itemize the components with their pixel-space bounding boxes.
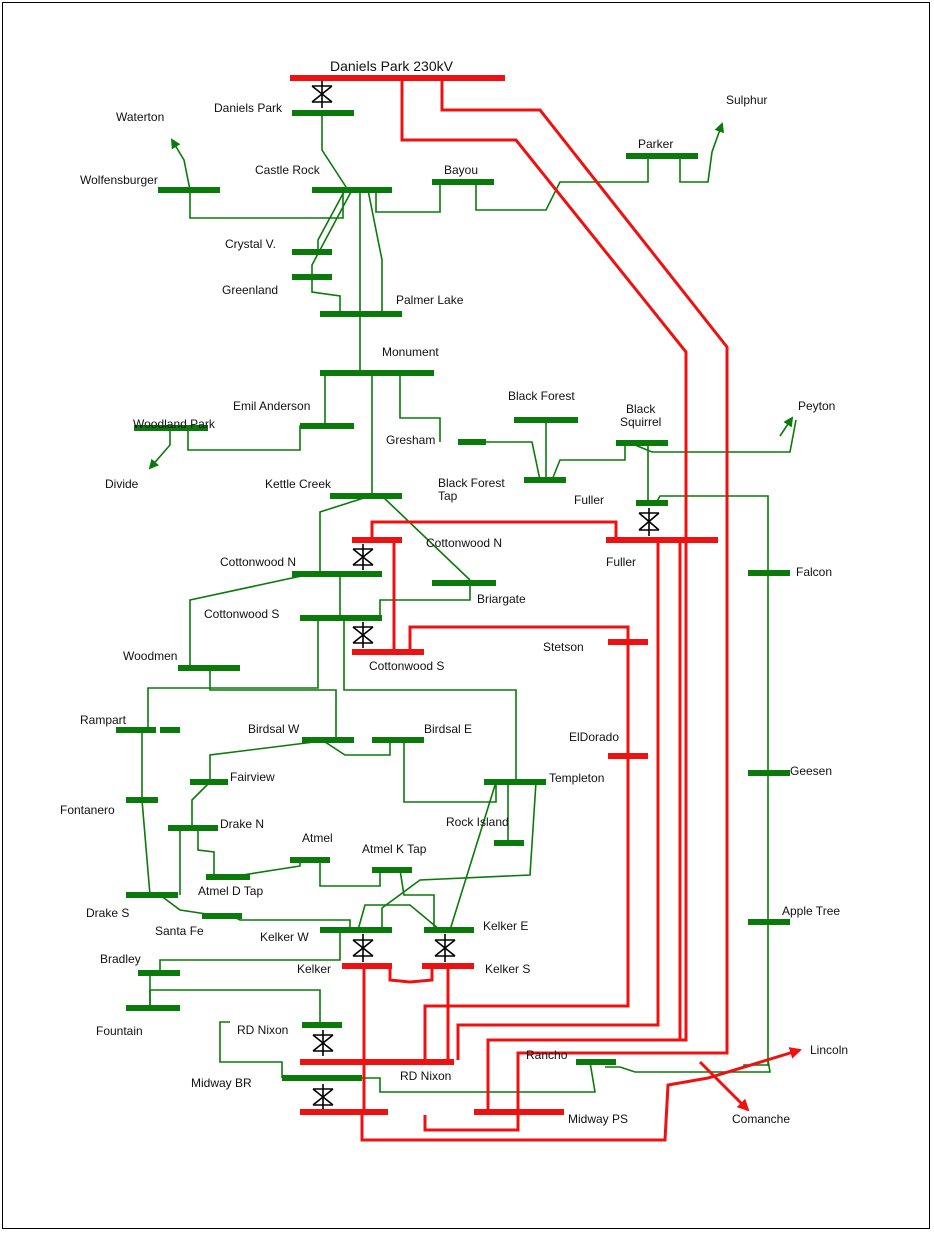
transformer-cottonwood-n-icon [352, 544, 374, 570]
label-woodland-park: Woodland Park [133, 417, 215, 431]
label-fountain: Fountain [96, 1024, 143, 1038]
lines-115kv [141, 113, 797, 1093]
label-black-forest-tap: Black Forest Tap [438, 476, 505, 503]
label-peyton: Peyton [798, 399, 836, 413]
transformer-kelker-w-icon [352, 934, 374, 962]
label-midway-br: Midway BR [191, 1076, 252, 1090]
label-falcon: Falcon [796, 565, 833, 579]
label-lincoln: Lincoln [810, 1043, 849, 1057]
label-wolfensburger: Wolfensburger [80, 173, 158, 187]
label-sulphur: Sulphur [726, 93, 768, 107]
label-briargate: Briargate [477, 592, 526, 606]
label-fairview: Fairview [230, 770, 275, 784]
lines-230kv [360, 78, 802, 1142]
label-comanche: Comanche [732, 1112, 791, 1126]
label-fuller-115: Fuller [574, 493, 605, 507]
label-drake-n: Drake N [220, 817, 265, 831]
label-stetson: Stetson [543, 640, 584, 654]
label-templeton: Templeton [549, 771, 605, 785]
label-bradley: Bradley [100, 952, 141, 966]
label-eldorado: ElDorado [569, 730, 620, 744]
label-woodmen: Woodmen [123, 649, 178, 663]
label-rampart: Rampart [80, 713, 127, 727]
label-atmel: Atmel [302, 831, 333, 845]
label-black-squirrel: Black Squirrel [620, 402, 662, 429]
label-castle-rock: Castle Rock [255, 163, 320, 177]
label-birdsal-e: Birdsal E [424, 722, 473, 736]
label-greenland: Greenland [222, 283, 279, 297]
label-divide: Divide [105, 477, 139, 491]
buses-230kv [290, 75, 718, 1115]
label-birdsal-w: Birdsal W [248, 722, 300, 736]
label-daniels-park: Daniels Park [214, 101, 283, 115]
label-cottonwood-n-230: Cottonwood N [426, 536, 503, 550]
transformer-kelker-e-icon [434, 934, 456, 962]
label-emil-anderson: Emil Anderson [233, 399, 311, 413]
label-midway-ps: Midway PS [568, 1112, 629, 1126]
label-black-forest: Black Forest [508, 389, 575, 403]
label-drake-s: Drake S [86, 906, 130, 920]
label-apple-tree: Apple Tree [782, 904, 841, 918]
label-cottonwood-n-115: Cottonwood N [220, 555, 297, 569]
label-rancho: Rancho [526, 1048, 568, 1062]
transformer-cottonwood-s-icon [352, 622, 374, 648]
transformer-midway-icon [312, 1084, 334, 1110]
label-cottonwood-s-115: Cottonwood S [204, 607, 280, 621]
label-parker: Parker [638, 137, 674, 151]
label-rd-nixon-230: RD Nixon [400, 1069, 452, 1083]
label-fuller-230: Fuller [606, 555, 637, 569]
label-kelker-e: Kelker E [483, 919, 529, 933]
label-atmel-k-tap: Atmel K Tap [362, 842, 427, 856]
label-gresham: Gresham [386, 433, 436, 447]
label-atmel-d-tap: Atmel D Tap [198, 884, 264, 898]
label-rd-nixon-115: RD Nixon [237, 1023, 289, 1037]
transformer-daniels-park-icon [311, 80, 333, 108]
label-rock-island: Rock Island [446, 815, 509, 829]
label-santa-fe: Santa Fe [155, 924, 204, 938]
label-fontanero: Fontanero [60, 803, 115, 817]
label-crystal-v: Crystal V. [225, 237, 276, 251]
buses-115kv [116, 110, 790, 1081]
label-bayou: Bayou [444, 163, 479, 177]
transformer-rd-nixon-icon [312, 1030, 334, 1056]
transformer-symbols [311, 80, 660, 1110]
label-kelker: Kelker [297, 962, 332, 976]
transformer-fuller-icon [638, 508, 660, 536]
label-palmer-lake: Palmer Lake [396, 293, 464, 307]
label-cottonwood-s-230: Cottonwood S [369, 659, 445, 673]
label-geesen: Geesen [790, 764, 833, 778]
label-waterton: Waterton [116, 110, 165, 124]
label-kelker-s: Kelker S [485, 962, 531, 976]
label-kelker-w: Kelker W [260, 930, 309, 944]
label-kettle-creek: Kettle Creek [265, 477, 332, 491]
label-monument: Monument [382, 345, 439, 359]
diagram-title: Daniels Park 230kV [330, 58, 453, 74]
